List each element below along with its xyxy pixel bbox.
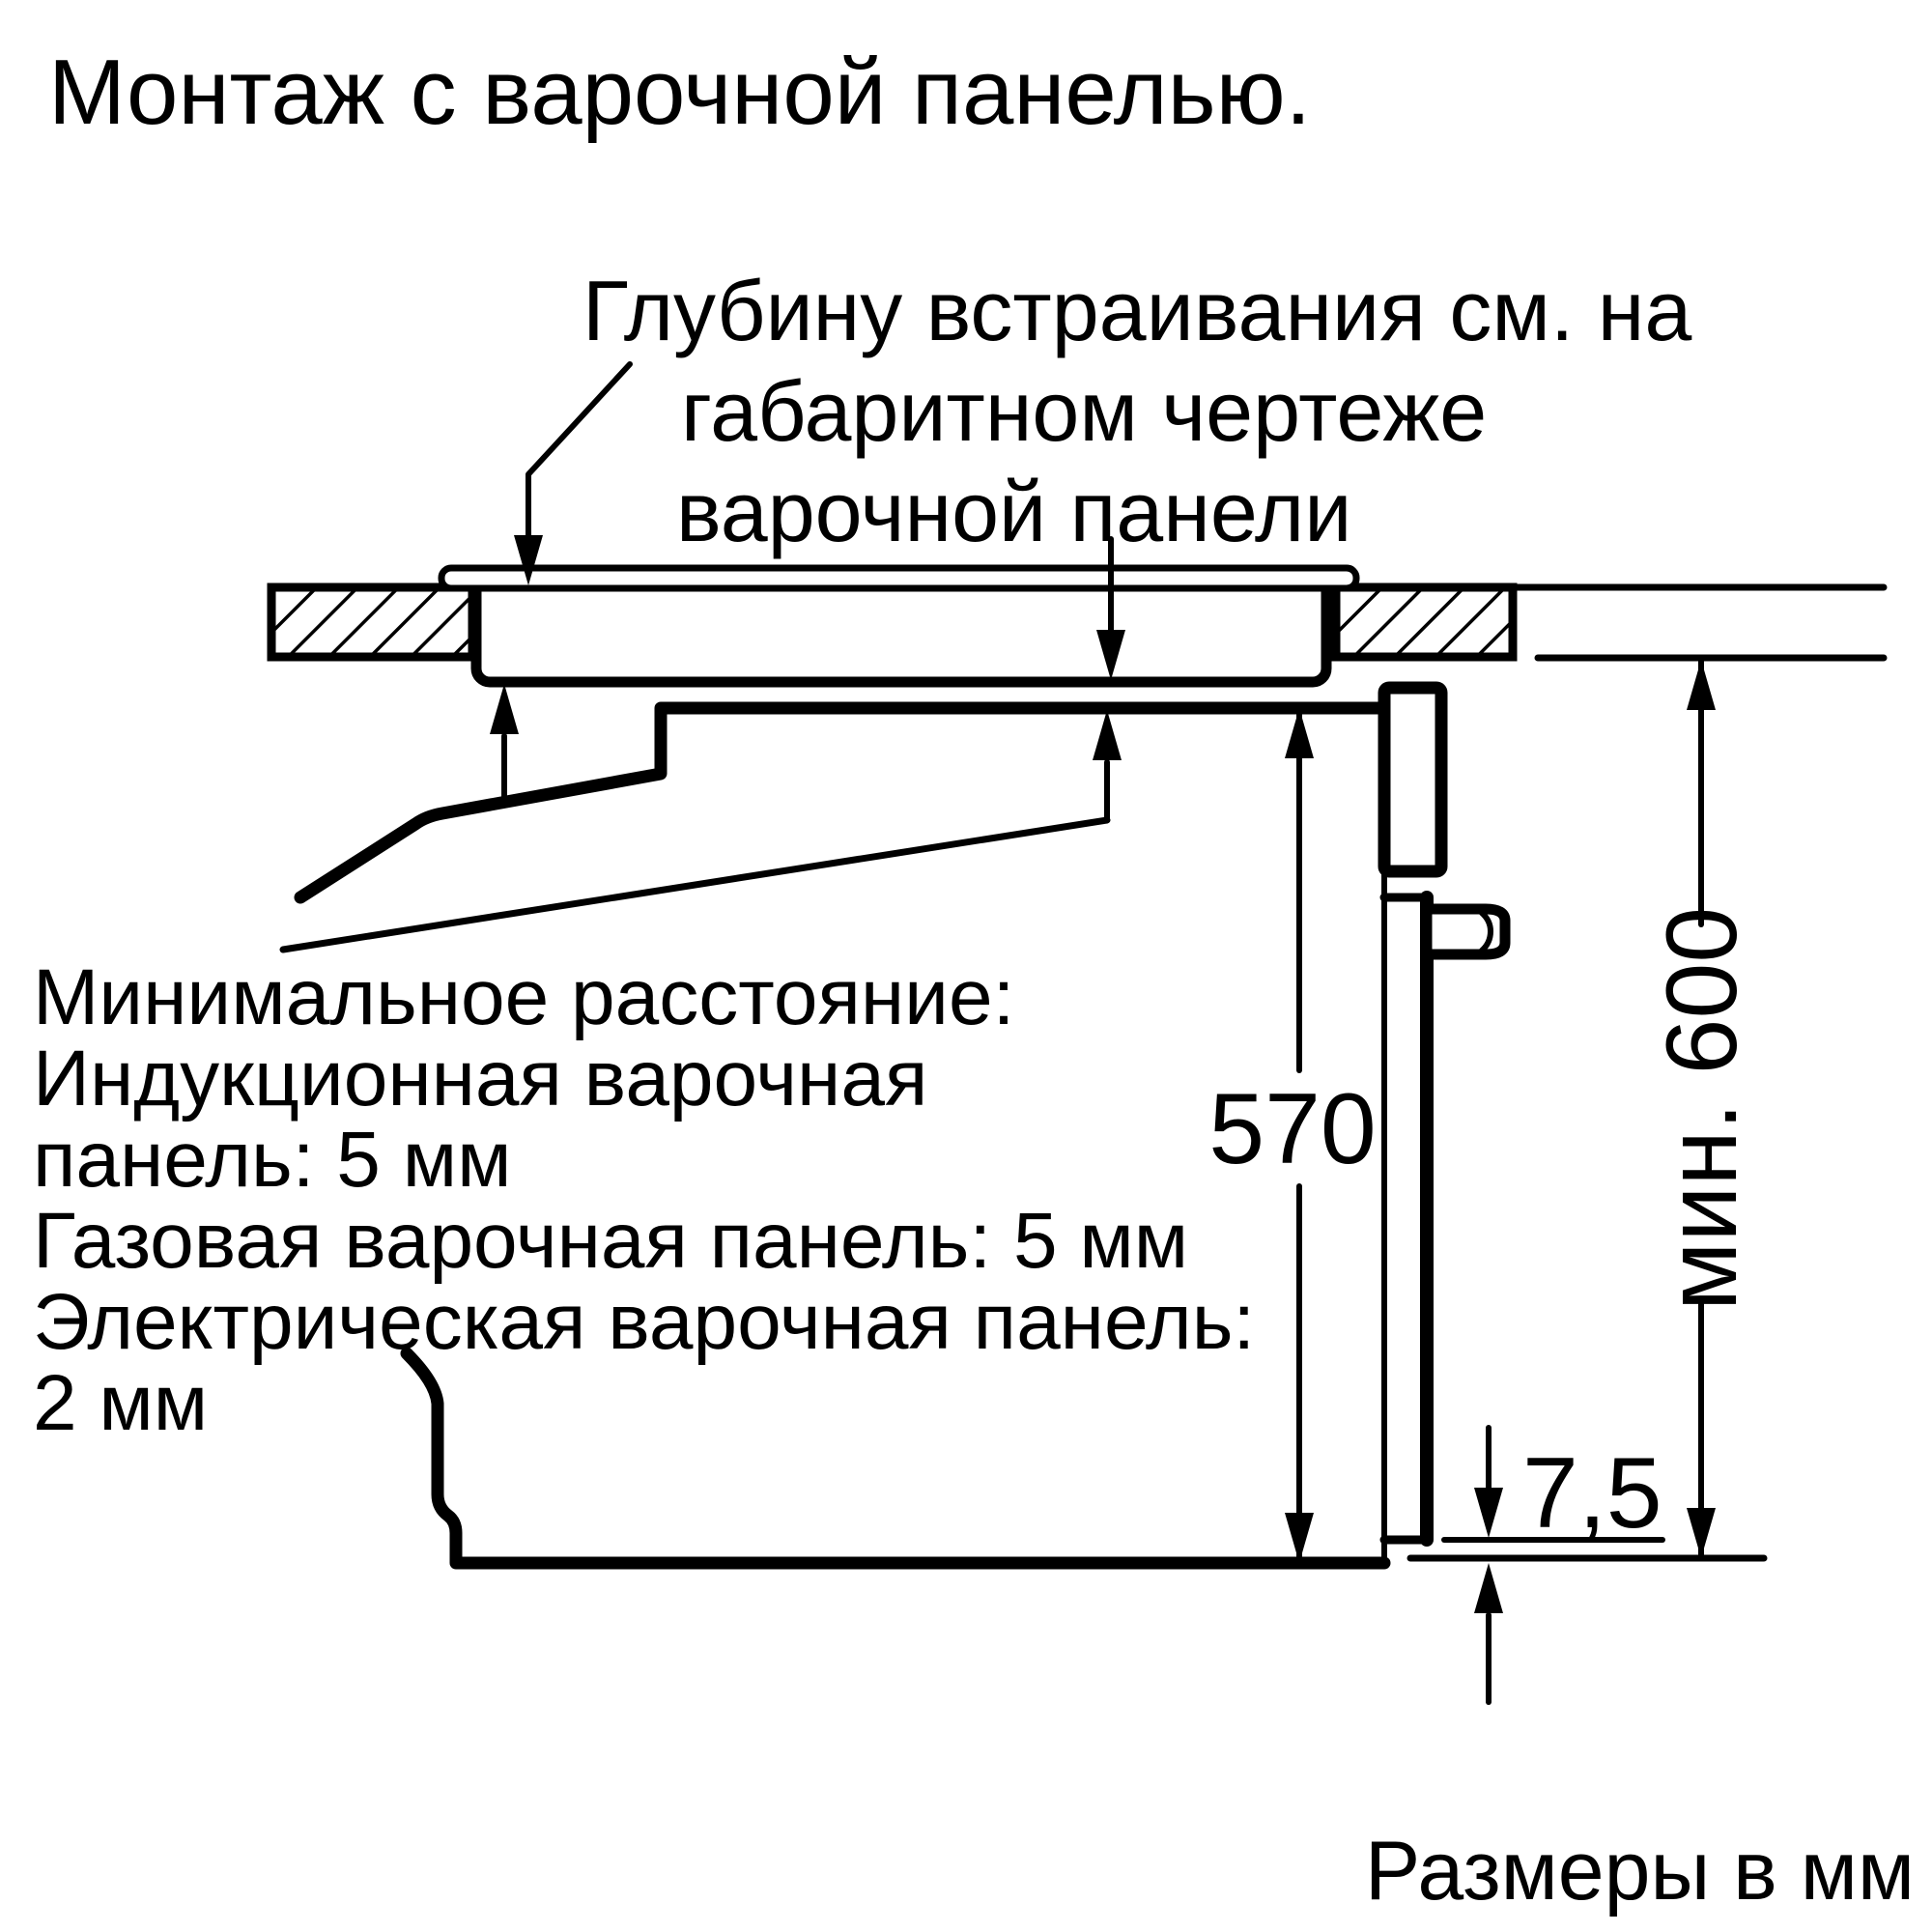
oven-section [294, 681, 1511, 1570]
min-distance-arrow-right-head-icon [1093, 710, 1122, 760]
countertop-left-hatch [267, 582, 477, 662]
control-panel-fascia [1378, 681, 1448, 878]
depth-annotation-arrows [514, 361, 1125, 680]
annotation-line-1: Глубину встраивания см. на [582, 263, 1691, 358]
min-distance-arrow-left-head-icon [490, 684, 519, 734]
dim-min-600: мин. 600 [1646, 657, 1758, 1561]
hob-body [470, 572, 1332, 688]
dim-570-arrow-up-icon [1285, 708, 1314, 758]
min-distance-leader-line [279, 816, 1111, 953]
dim-570: 570 [1208, 705, 1377, 1566]
depth-arrow-center-head-icon [1096, 630, 1125, 680]
depth-arrow-left-head-icon [514, 535, 543, 585]
depth-leader-left [526, 361, 633, 540]
dim-570-label: 570 [1208, 1073, 1377, 1185]
annotation-line-2: габаритном чертеже [681, 363, 1487, 459]
door-handle-end-cap [1479, 910, 1493, 953]
countertop-right-hatch [1331, 582, 1518, 662]
dim-570-arrow-down-icon [1285, 1513, 1314, 1563]
dim-7-5: 7,5 [1406, 1425, 1768, 1705]
dim-75-arrow-down-icon [1474, 1488, 1503, 1538]
countertop-section [267, 582, 1888, 662]
note-line-1: Минимальное расстояние: [33, 953, 1014, 1041]
annotation-line-3: варочной панели [676, 464, 1351, 559]
note-line-6: 2 мм [33, 1359, 208, 1447]
hob-section [438, 564, 1360, 688]
page-title: Монтаж с варочной панелью. [48, 41, 1311, 144]
dim-600-label: мин. 600 [1646, 907, 1758, 1311]
min-distance-annotation [279, 684, 1122, 953]
oven-top-profile [294, 701, 1391, 904]
dim-600-arrow-down-icon [1687, 1508, 1716, 1558]
dim-75-arrow-up-icon [1474, 1563, 1503, 1613]
note-line-2: Индукционная варочная [33, 1035, 927, 1122]
footer-units-label: Размеры в мм [1365, 1825, 1915, 1918]
oven-lower-left-outline [400, 1347, 1391, 1570]
note-line-4: Газовая варочная панель: 5 мм [33, 1197, 1188, 1285]
notes-block: Минимальное расстояние: Индукционная вар… [33, 953, 1255, 1447]
hob-glass-top [438, 564, 1360, 592]
note-line-3: панель: 5 мм [33, 1116, 511, 1204]
dim-75-label: 7,5 [1522, 1437, 1662, 1549]
dim-600-arrow-up-icon [1687, 660, 1716, 710]
note-line-5: Электрическая варочная панель: [33, 1278, 1255, 1366]
